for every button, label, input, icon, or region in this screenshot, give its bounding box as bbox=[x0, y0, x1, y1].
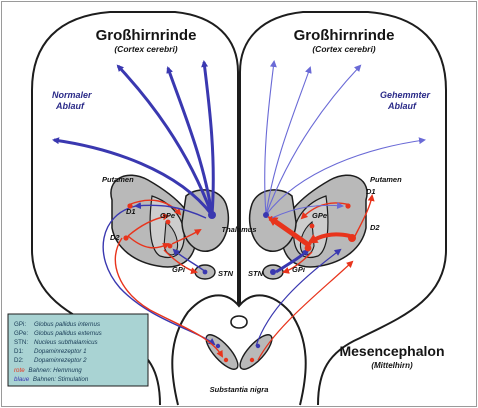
right-subtitle: (Cortex cerebri) bbox=[312, 44, 375, 54]
left-stn-node bbox=[203, 270, 208, 275]
legend-blue-rest: Bahnen: Stimulation bbox=[33, 376, 89, 383]
legend-red-rest: Bahnen: Hemmung bbox=[28, 367, 82, 374]
stn-left-label: STN bbox=[218, 269, 234, 278]
mittelhirn-label: (Mittelhirn) bbox=[371, 361, 413, 370]
right-d2-node bbox=[348, 234, 356, 242]
legend-text-4: Dopaminrezeptor 1 bbox=[34, 348, 87, 355]
legend-blue-word: blaue bbox=[14, 376, 30, 383]
right-title: Großhirnrinde bbox=[294, 27, 395, 44]
d2-right-label: D2 bbox=[370, 223, 380, 232]
putamen-left-label: Putamen bbox=[102, 175, 134, 184]
right-gpe-node bbox=[310, 224, 315, 229]
left-sn-node-a bbox=[216, 344, 220, 348]
gpe-left-label: GPe bbox=[160, 211, 175, 220]
legend-red-line: rote Bahnen: Hemmung bbox=[14, 367, 82, 374]
left-gpi-node bbox=[168, 244, 173, 249]
legend-key-3: STN: bbox=[14, 339, 28, 346]
legend-text-3: Nucleus subthalamicus bbox=[34, 339, 98, 346]
gpi-right-label: GPi bbox=[292, 265, 306, 274]
d2-left-label: D2 bbox=[110, 233, 120, 242]
left-sn-node-b bbox=[224, 358, 228, 362]
aqueduct bbox=[231, 316, 247, 328]
left-flow-label-line2: Ablauf bbox=[55, 101, 85, 111]
mesencephalon-label: Mesencephalon bbox=[339, 343, 444, 359]
left-subtitle: (Cortex cerebri) bbox=[114, 44, 177, 54]
right-d1-node bbox=[345, 203, 350, 208]
right-flow-label-line2: Ablauf bbox=[387, 101, 417, 111]
right-flow-label-line1: Gehemmter bbox=[380, 90, 431, 100]
right-sn-node-b bbox=[250, 358, 254, 362]
right-sn-node-a bbox=[256, 344, 260, 348]
d1-left-label: D1 bbox=[126, 207, 136, 216]
left-title: Großhirnrinde bbox=[96, 27, 197, 44]
legend-key-2: GPe: bbox=[14, 330, 28, 337]
gpe-right-label: GPe bbox=[312, 211, 327, 220]
putamen-right-label: Putamen bbox=[370, 175, 402, 184]
thalamus-label: Thalamus bbox=[221, 225, 256, 234]
legend-blue-line: blaue Bahnen: Stimulation bbox=[14, 376, 89, 383]
legend-text-1: Globus pallidus internus bbox=[34, 321, 100, 328]
legend-text-5: Dopaminrezeptor 2 bbox=[34, 357, 87, 364]
legend-red-word: rote bbox=[14, 367, 25, 374]
legend-box: GPi: Globus pallidus internus GPe: Globu… bbox=[8, 314, 148, 386]
legend-key-4: D1: bbox=[14, 348, 24, 355]
left-thalamus-node bbox=[208, 211, 216, 219]
left-gpe-node bbox=[166, 220, 171, 225]
legend-key-5: D2: bbox=[14, 357, 24, 364]
d1-right-label: D1 bbox=[366, 187, 376, 196]
left-flow-label-line1: Normaler bbox=[52, 90, 92, 100]
right-stn-node bbox=[270, 269, 276, 275]
right-thalamus-node bbox=[263, 212, 269, 218]
stn-right-label: STN bbox=[248, 269, 264, 278]
right-gpi-node bbox=[305, 245, 312, 252]
legend-key-1: GPi: bbox=[14, 321, 26, 328]
left-d2-node bbox=[123, 235, 128, 240]
gpi-left-label: GPi bbox=[172, 265, 186, 274]
substantia-nigra-label: Substantia nigra bbox=[210, 385, 269, 394]
legend-text-2: Globus pallidus externus bbox=[34, 330, 102, 337]
